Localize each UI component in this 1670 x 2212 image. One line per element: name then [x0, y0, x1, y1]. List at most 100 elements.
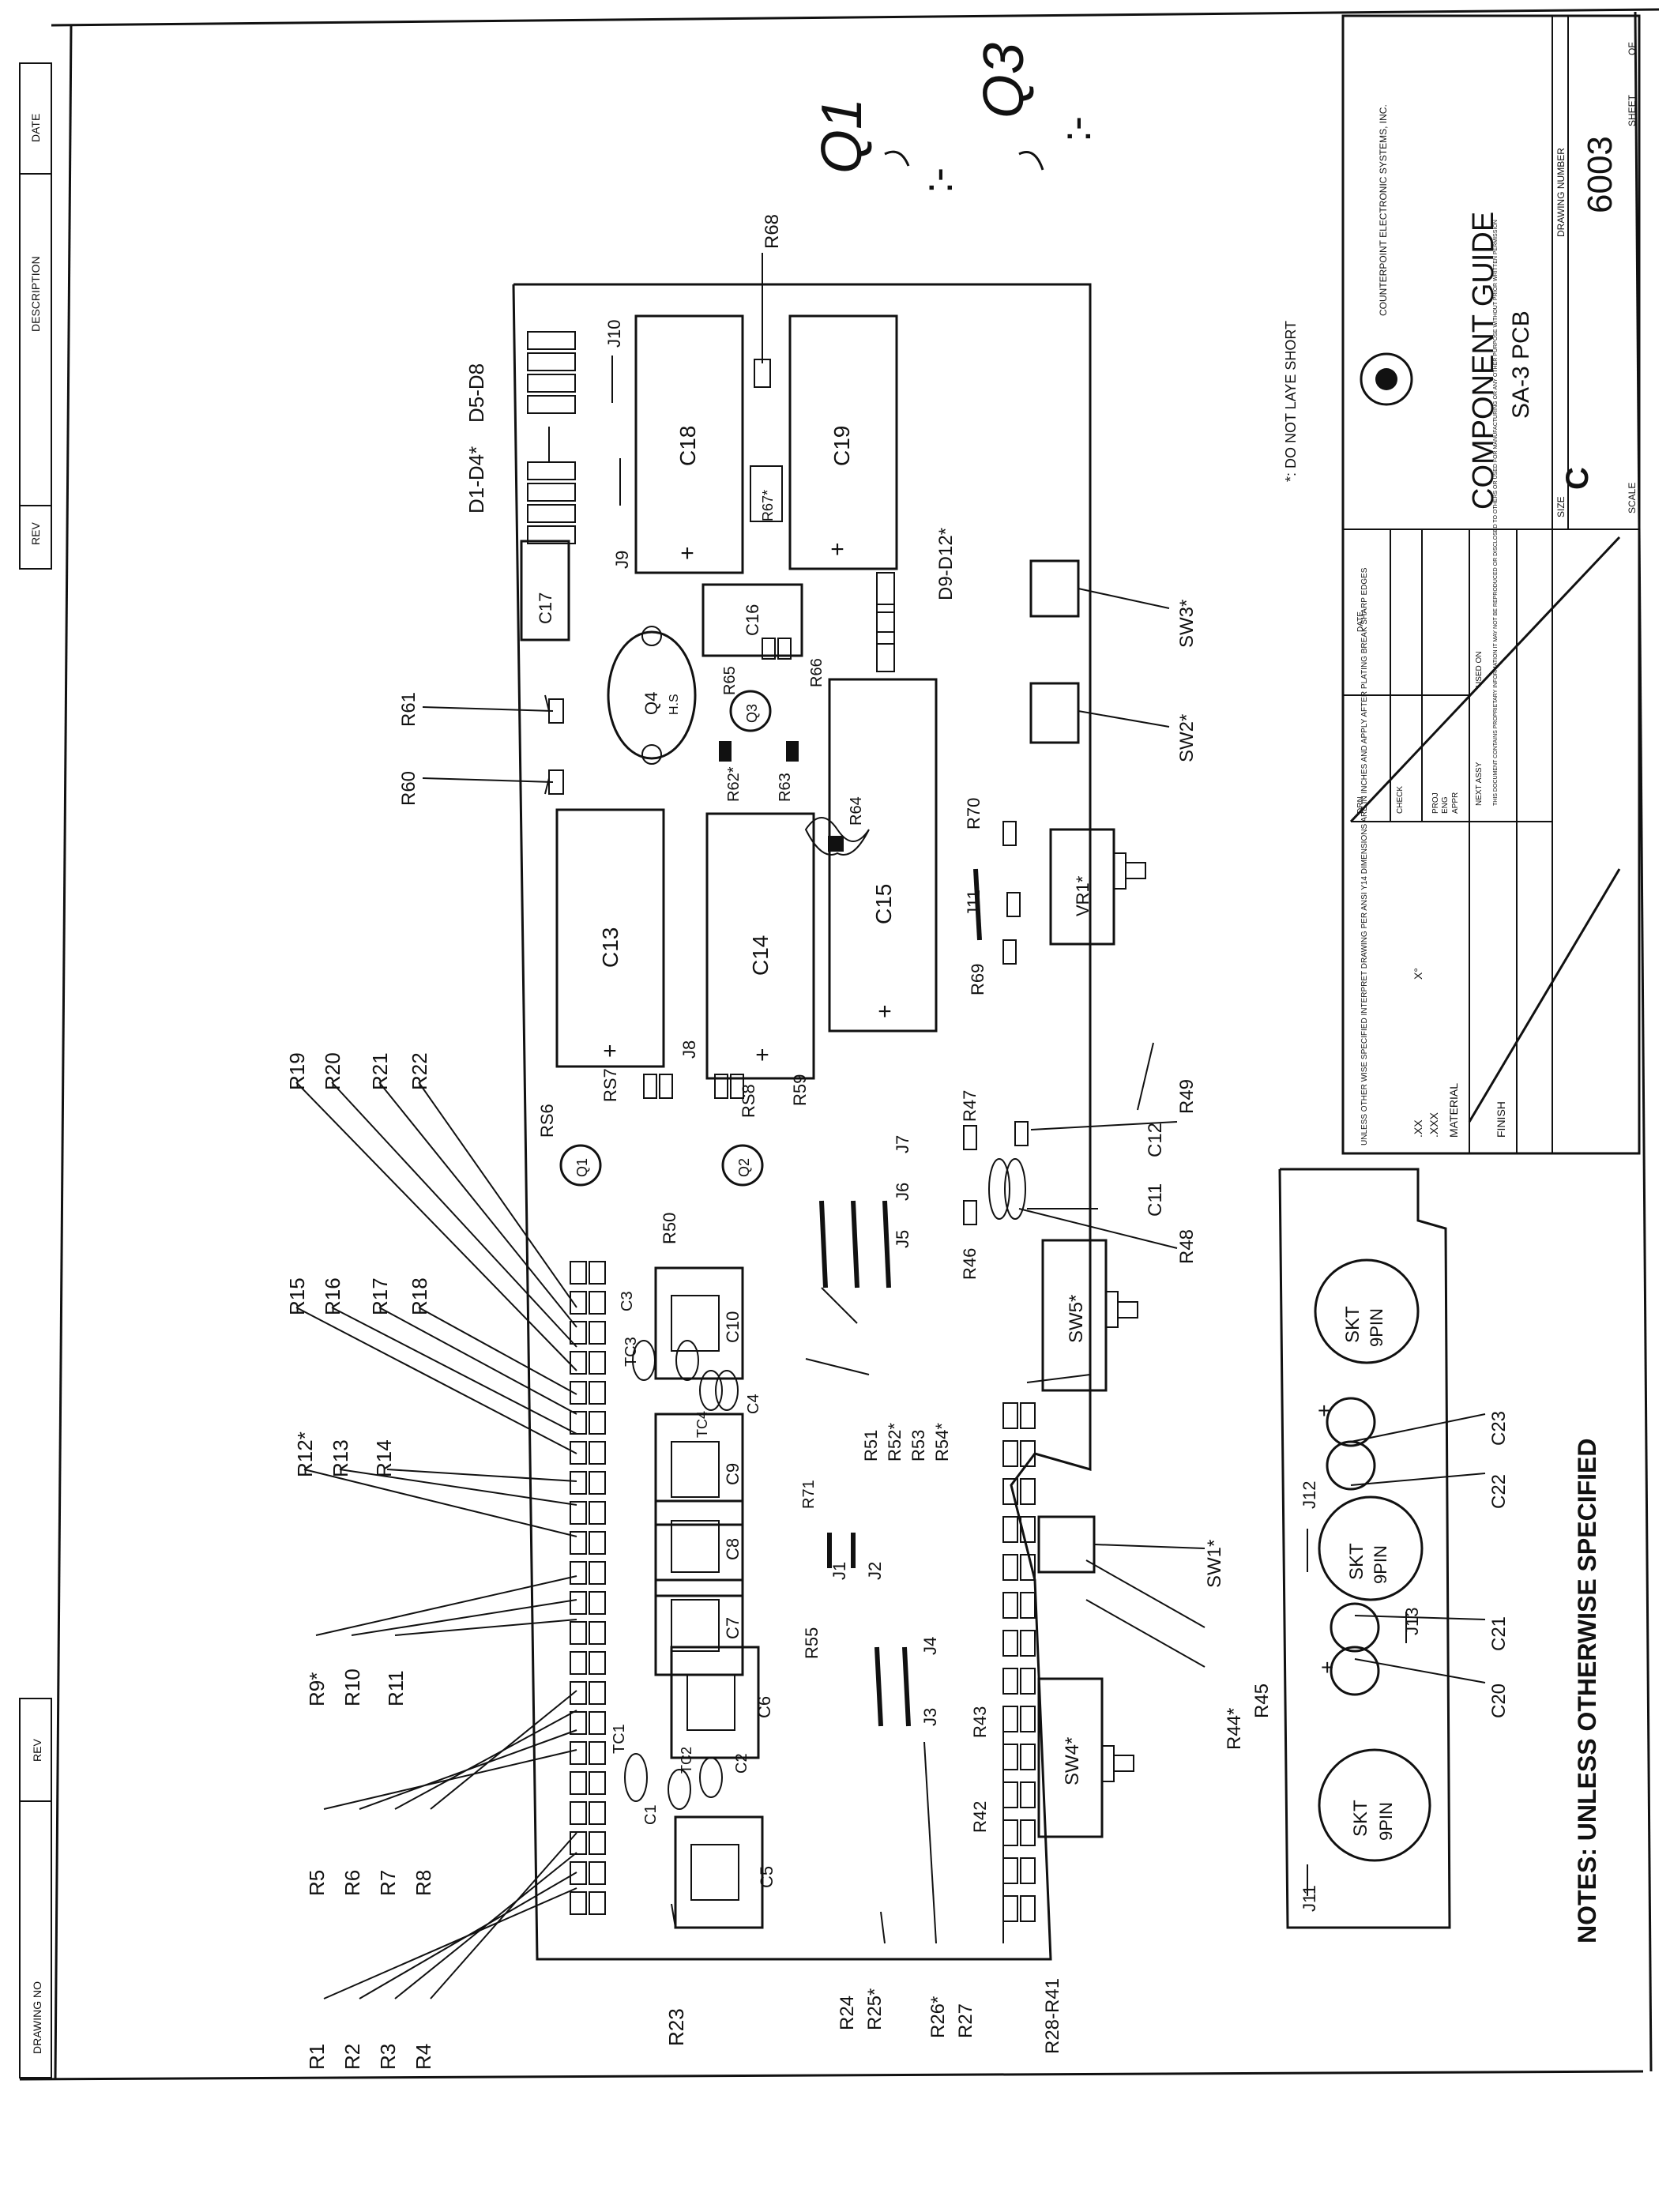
- resistor-pad: [570, 1711, 587, 1735]
- title-line1: COMPONENT GUIDE: [1467, 212, 1500, 510]
- switch-sw1: SW1*: [1037, 1515, 1225, 1588]
- xx-label: .XX: [1412, 1119, 1424, 1138]
- of-label: OF: [1627, 42, 1638, 55]
- label-r17: R17: [368, 1277, 392, 1315]
- resistor-pad: [570, 1291, 587, 1315]
- handwriting-q1: Q1: [811, 98, 874, 174]
- resistor-pad: [1002, 1895, 1018, 1922]
- label-j7: J7: [893, 1135, 912, 1153]
- resistor-pad: [1002, 1592, 1018, 1619]
- label-c16: C16: [743, 604, 762, 636]
- diode-array-d1-d4: D1-D4*: [465, 427, 576, 544]
- label-9pin-mid: 9PIN: [1371, 1545, 1390, 1584]
- tolerance-text: UNLESS OTHER WISE SPECIFIED INTERPRET DR…: [1360, 567, 1369, 1146]
- border-date-label: DATE: [29, 114, 42, 142]
- resistor-pad: [589, 1381, 606, 1405]
- label-j13: J13: [1402, 1608, 1422, 1635]
- label-r66: R66: [808, 658, 826, 687]
- resistor-pad: [589, 1351, 606, 1375]
- svg-text:+: +: [603, 1038, 617, 1064]
- resistor-pad: [570, 1351, 587, 1375]
- border-rev-top-label: REV: [29, 522, 42, 545]
- label-r1: R1: [305, 2044, 329, 2070]
- label-9pin-top: 9PIN: [1367, 1308, 1386, 1347]
- label-d9-d12: D9-D12*: [935, 528, 957, 600]
- label-r65: R65: [721, 666, 739, 695]
- label-c22: C22: [1488, 1474, 1510, 1509]
- resistor-pad: [570, 1831, 587, 1855]
- label-r8: R8: [412, 1870, 435, 1896]
- label-c12: C12: [1145, 1123, 1166, 1157]
- label-r48: R48: [1176, 1229, 1198, 1264]
- resistor-pad: [1020, 1402, 1036, 1429]
- resistor-pad: [1002, 1857, 1018, 1884]
- size-label: SIZE: [1555, 496, 1567, 517]
- label-c1: C1: [642, 1804, 660, 1825]
- resistor-pad: [570, 1621, 587, 1645]
- label-skt-mid: SKT: [1346, 1543, 1367, 1580]
- label-tc2: TC2: [679, 1747, 694, 1774]
- label-r4: R4: [412, 2044, 435, 2070]
- label-j10: J10: [604, 320, 624, 348]
- label-d1-d4: D1-D4*: [465, 446, 488, 514]
- resistor-pad: [570, 1891, 587, 1915]
- resistor-pad: [589, 1711, 606, 1735]
- jumpers: J1 J2 J3 J4 J5 J6 J7 J11: [819, 868, 984, 1727]
- resistor-pad: [570, 1591, 587, 1615]
- resistor-pad: [570, 1741, 587, 1765]
- resistor-pad: [1020, 1668, 1036, 1695]
- proj-label: PROJ: [1431, 792, 1440, 814]
- resistor-pad: [570, 1651, 587, 1675]
- label-r69: R69: [968, 964, 987, 995]
- border-rev-label: REV: [31, 1739, 43, 1762]
- label-r56: RS6: [537, 1104, 557, 1138]
- resistor-pad: [1002, 1402, 1018, 1429]
- resistor-pad: [589, 1501, 606, 1525]
- drawing-number-label: DRAWING NUMBER: [1555, 148, 1567, 237]
- drawing-border: [19, 8, 1660, 2081]
- material-label: MATERIAL: [1447, 1083, 1460, 1138]
- label-r10: R10: [340, 1668, 364, 1706]
- label-c4: C4: [745, 1394, 762, 1414]
- angle-label: X°: [1412, 968, 1424, 980]
- rev-strip-bottom: REV DRAWING NO: [19, 1698, 52, 2078]
- label-q4: Q4: [641, 692, 661, 715]
- pcb-outline: [512, 283, 1092, 1961]
- label-c5: C5: [757, 1866, 777, 1888]
- resistor-pad: [1002, 1516, 1018, 1543]
- drawing-number: 6003: [1581, 136, 1619, 213]
- label-r67: R67*: [760, 490, 776, 521]
- label-r20: R20: [321, 1052, 344, 1090]
- label-r44: R44*: [1224, 1708, 1245, 1750]
- resistor-pad: [589, 1291, 606, 1315]
- label-q2: Q2: [736, 1158, 752, 1177]
- appr-label: APPR: [1451, 792, 1460, 814]
- resistor-pad: [1002, 1554, 1018, 1581]
- label-r3: R3: [376, 2044, 400, 2070]
- label-j9: J9: [612, 551, 632, 569]
- label-r57: RS7: [600, 1068, 620, 1102]
- capacitor-c18: + C18 J9: [612, 314, 744, 574]
- label-tc1: TC1: [611, 1724, 628, 1754]
- label-9pin-bottom: 9PIN: [1376, 1802, 1396, 1841]
- label-c10: C10: [723, 1311, 743, 1343]
- capacitor-c14: + C14 J8: [679, 812, 815, 1080]
- capacitors-c11-c12: [963, 1121, 1029, 1225]
- label-r54: R54*: [932, 1423, 952, 1462]
- border-description-label: DESCRIPTION: [29, 256, 42, 332]
- label-r11: R11: [384, 1670, 408, 1706]
- label-j8: J8: [679, 1040, 699, 1059]
- svg-text::-: :-: [1052, 116, 1100, 142]
- resistor-pad: [589, 1561, 606, 1585]
- diode-array-d5-d8: D5-D8 J10: [465, 320, 624, 423]
- label-r15: R15: [285, 1277, 309, 1315]
- label-r28-r41: R28-R41: [1042, 1978, 1063, 2054]
- label-r68: R68: [762, 214, 783, 249]
- scale-label: SCALE: [1627, 483, 1638, 514]
- label-c8: C8: [723, 1538, 743, 1560]
- sheet-label: SHEET: [1627, 94, 1638, 126]
- label-q1-comp: Q1: [574, 1158, 590, 1177]
- rev-strip-top: DATE DESCRIPTION REV: [19, 62, 52, 570]
- label-r62: R62*: [725, 766, 743, 802]
